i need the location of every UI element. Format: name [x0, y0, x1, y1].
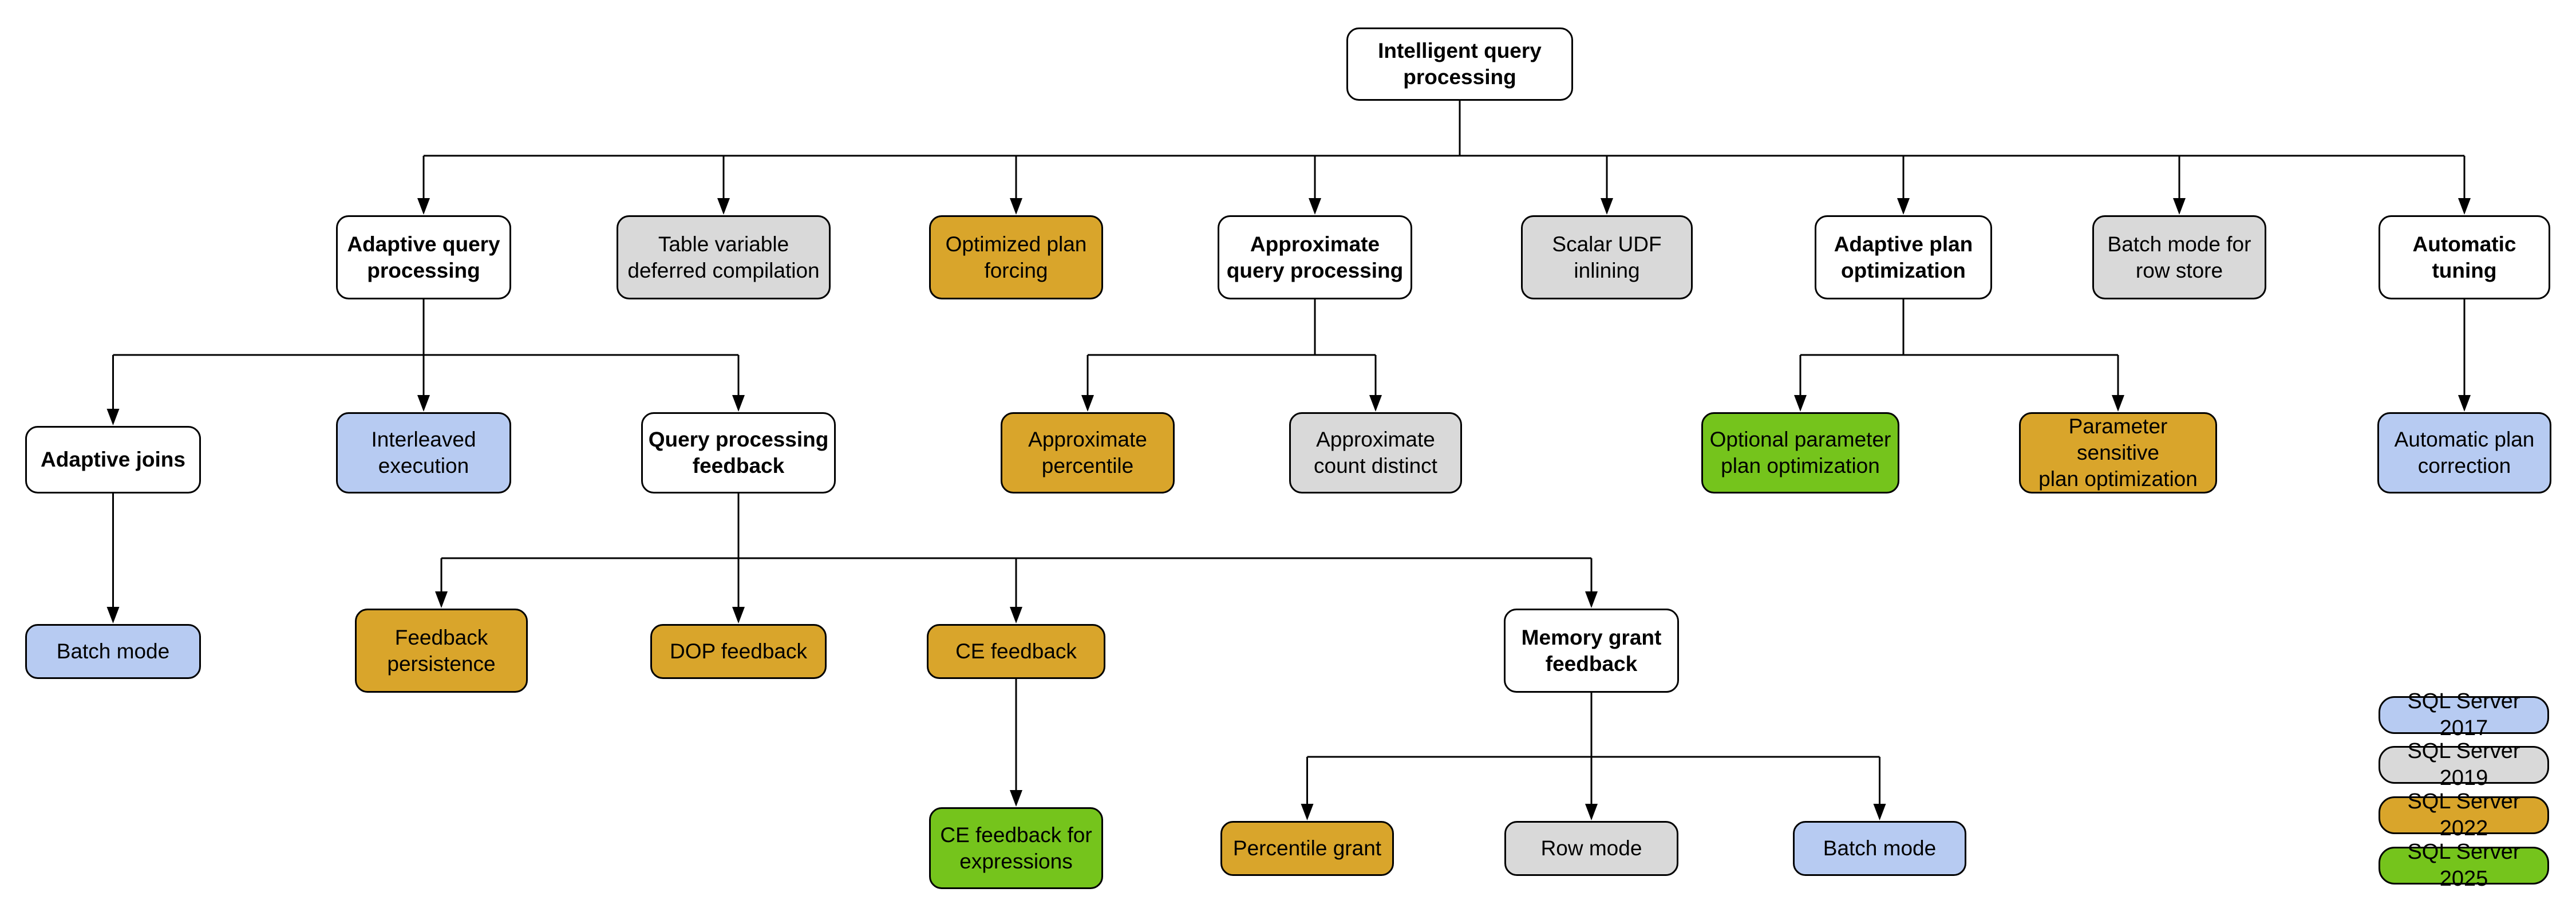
arrowhead-automatic-tuning: [2458, 198, 2471, 215]
arrowhead-percentile-grant: [1301, 804, 1314, 820]
node-automatic-plan-correction: Automatic plan correction: [2377, 412, 2551, 493]
node-batch-mode-for-row-store: Batch mode for row store: [2092, 215, 2266, 299]
arrowhead-batch-mode: [1873, 804, 1886, 820]
arrowhead-adaptive-plan-optimization: [1897, 198, 1910, 215]
node-approximate-percentile: Approximate percentile: [1001, 412, 1175, 493]
node-interleaved-execution: Interleaved execution: [336, 412, 511, 493]
legend-item-sql-server-2019: SQL Server 2019: [2379, 739, 2549, 790]
arrowhead-approximate-query-processing: [1309, 198, 1321, 215]
node-automatic-tuning: Automatic tuning: [2379, 215, 2550, 299]
arrowhead-batch-mode-for-row-store: [2173, 198, 2186, 215]
node-adaptive-joins: Adaptive joins: [25, 426, 201, 493]
arrowhead-approximate-percentile: [1081, 395, 1094, 412]
arrowhead-row-mode: [1585, 804, 1598, 820]
node-query-processing-feedback: Query processing feedback: [641, 412, 836, 493]
node-dop-feedback: DOP feedback: [650, 624, 827, 679]
node-scalar-udf-inlining: Scalar UDF inlining: [1521, 215, 1693, 299]
arrowhead-memory-grant-feedback: [1585, 591, 1598, 608]
legend-item-sql-server-2017: SQL Server 2017: [2379, 689, 2549, 740]
node-percentile-grant: Percentile grant: [1220, 821, 1394, 876]
arrowhead-ce-feedback-for-expressions: [1010, 790, 1022, 807]
arrowhead-interleaved-execution: [417, 395, 430, 412]
arrowhead-adaptive-joins: [106, 409, 120, 425]
arrowhead-feedback-persistence: [435, 591, 448, 608]
arrowhead-dop-feedback: [732, 607, 745, 623]
node-approximate-query-processing: Approximate query processing: [1218, 215, 1412, 299]
node-memory-grant-feedback: Memory grant feedback: [1504, 609, 1679, 693]
arrowhead-batch-mode: [106, 607, 120, 623]
node-optimized-plan-forcing: Optimized plan forcing: [929, 215, 1103, 299]
node-table-variable-deferred-compilation: Table variable deferred compilation: [617, 215, 831, 299]
node-row-mode: Row mode: [1504, 821, 1678, 876]
arrowhead-table-variable-deferred-compilation: [717, 198, 730, 215]
node-ce-feedback: CE feedback: [927, 624, 1105, 679]
node-intelligent-query-processing: Intelligent query processing: [1346, 27, 1573, 101]
legend-item-sql-server-2022: SQL Server 2022: [2379, 789, 2549, 840]
node-batch-mode: Batch mode: [25, 624, 201, 679]
node-batch-mode: Batch mode: [1793, 821, 1966, 876]
node-optional-parameter-plan-optimization: Optional parameter plan optimization: [1701, 412, 1899, 493]
arrowhead-parameter-sensitive-plan-optimization: [2112, 395, 2124, 412]
arrowhead-scalar-udf-inlining: [1601, 198, 1613, 215]
node-parameter-sensitive-plan-optimization: Parameter sensitive plan optimization: [2019, 412, 2217, 493]
arrowhead-approximate-count-distinct: [1369, 395, 1382, 412]
arrowhead-optimized-plan-forcing: [1010, 198, 1022, 215]
arrowhead-ce-feedback: [1010, 607, 1022, 623]
arrowhead-query-processing-feedback: [732, 395, 745, 412]
node-adaptive-query-processing: Adaptive query processing: [336, 215, 511, 299]
arrowhead-adaptive-query-processing: [417, 198, 430, 215]
arrowhead-optional-parameter-plan-optimization: [1794, 395, 1807, 412]
node-approximate-count-distinct: Approximate count distinct: [1289, 412, 1462, 493]
legend-item-sql-server-2025: SQL Server 2025: [2379, 840, 2549, 891]
node-adaptive-plan-optimization: Adaptive plan optimization: [1815, 215, 1992, 299]
arrowhead-automatic-plan-correction: [2458, 395, 2471, 412]
node-ce-feedback-for-expressions: CE feedback for expressions: [929, 807, 1103, 889]
tree-connector-path: [112, 101, 2466, 818]
node-feedback-persistence: Feedback persistence: [355, 609, 528, 693]
